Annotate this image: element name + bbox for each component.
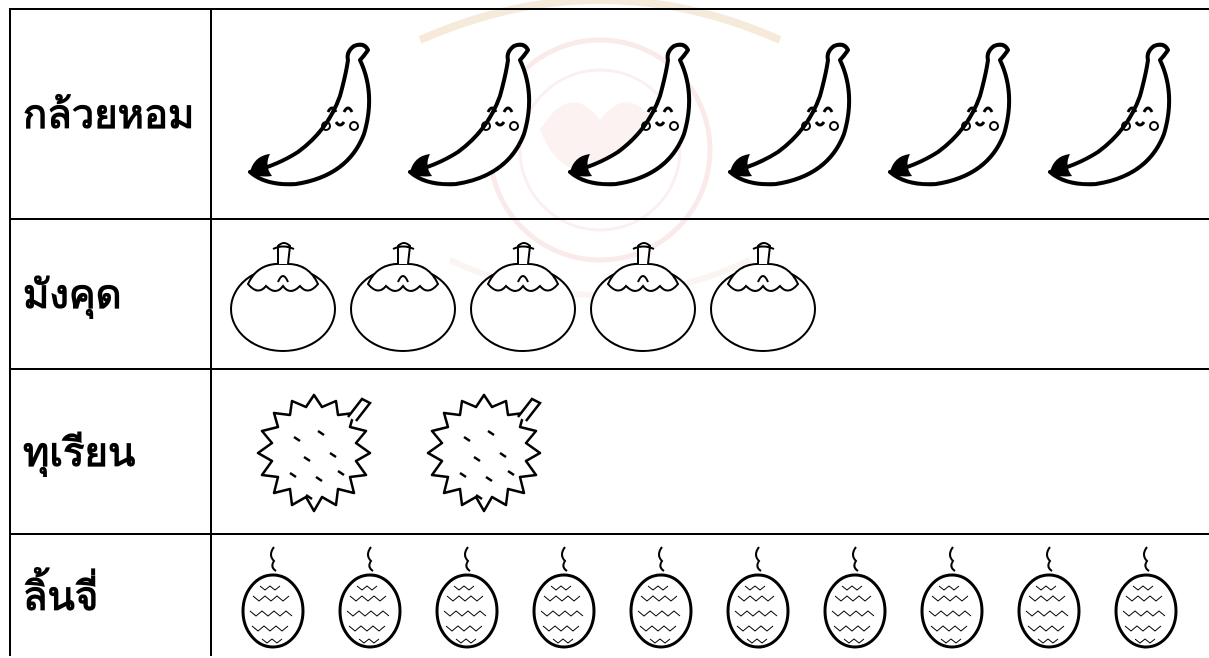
banana-icon [728, 42, 852, 187]
pictograph-row-durian: ทุเรียน [9, 368, 1209, 535]
mangosteen-icon [590, 242, 696, 352]
lychee-icon [629, 545, 693, 648]
mangosteen-icon [470, 242, 576, 352]
lychee-icon [920, 545, 984, 648]
pictograph-row-lychee: ลิ้นจี่ [9, 533, 1209, 656]
durian-icon [426, 393, 542, 512]
lychee-icon [1017, 545, 1081, 648]
pictograph-table: กล้วยหอม มังคุด ทุเรียน ลิ้นจี่ [9, 8, 1209, 656]
durian-icon [256, 393, 372, 512]
pictures-cell [210, 218, 1209, 370]
label-cell: กล้วยหอม [9, 8, 212, 220]
mangosteen-icon [230, 242, 336, 352]
row-label: มังคุด [23, 272, 122, 318]
pictures-cell [210, 533, 1209, 656]
lychee-icon [532, 545, 596, 648]
pictures-cell [210, 368, 1209, 535]
lychee-icon [823, 545, 887, 648]
lychee-icon [1114, 545, 1178, 648]
lychee-icon [241, 545, 305, 648]
mangosteen-icon [350, 242, 456, 352]
banana-icon [1048, 42, 1172, 187]
banana-icons [212, 34, 1209, 194]
banana-icon [408, 42, 532, 187]
row-label: ลิ้นจี่ [23, 573, 99, 620]
durian-icons [212, 387, 1209, 517]
pictures-cell [210, 8, 1209, 220]
lychee-icon [435, 545, 499, 648]
label-cell: มังคุด [9, 218, 212, 370]
row-label: กล้วยหอม [23, 92, 195, 138]
banana-icon [888, 42, 1012, 187]
mangosteen-icons [212, 234, 1209, 354]
lychee-icons [212, 541, 1209, 651]
label-cell: ลิ้นจี่ [9, 533, 212, 656]
lychee-icon [726, 545, 790, 648]
lychee-icon [338, 545, 402, 648]
banana-icon [568, 42, 692, 187]
label-cell: ทุเรียน [9, 368, 212, 535]
banana-icon [248, 42, 372, 187]
mangosteen-icon [710, 242, 816, 352]
pictograph-row-mangosteen: มังคุด [9, 218, 1209, 370]
pictograph-row-banana: กล้วยหอม [9, 8, 1209, 220]
row-label: ทุเรียน [23, 429, 136, 476]
